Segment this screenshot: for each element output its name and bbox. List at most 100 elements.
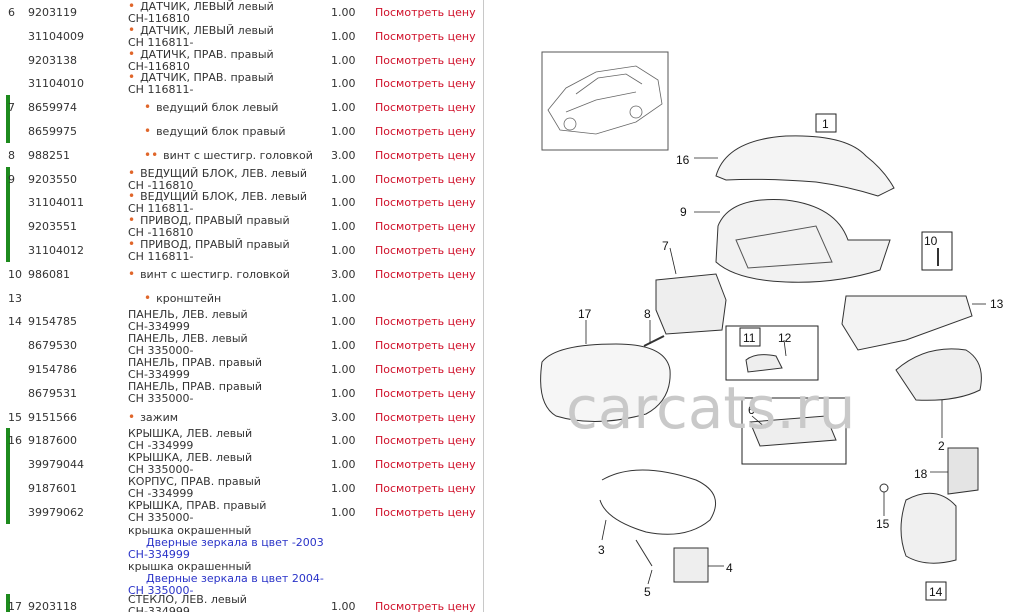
view-price-link[interactable]: Посмотреть цену	[375, 339, 476, 353]
part-15-clip	[879, 483, 889, 493]
quantity: 3.00	[331, 148, 356, 162]
view-price-link[interactable]: Посмотреть цену	[375, 77, 476, 91]
label-box-14	[925, 581, 947, 601]
view-price-link[interactable]: Посмотреть цену	[375, 244, 476, 257]
part-17-glass	[540, 343, 671, 422]
exploded-diagram-svg: 1 16 9 7 10 13 8 17 11 12 6 2 18 15 3 4 …	[540, 51, 1004, 601]
quantity: 1.00	[331, 315, 356, 329]
quantity: 1.00	[331, 220, 356, 234]
part-code: 31104012	[28, 244, 84, 257]
callout-15: 15	[876, 517, 890, 531]
callout-11: 11	[743, 331, 756, 345]
quantity: 1.00	[331, 363, 356, 376]
view-price-link[interactable]: Посмотреть цену	[375, 172, 476, 186]
view-price-link[interactable]: Посмотреть цену	[375, 386, 476, 400]
group-box-11-12	[725, 325, 819, 381]
callout-13: 13	[990, 297, 1004, 311]
view-price-link[interactable]: Посмотреть цену	[375, 599, 476, 612]
part-code: 9154785	[28, 315, 77, 329]
bullet-icon: ••	[144, 147, 159, 162]
view-price-link[interactable]: Посмотреть цену	[375, 148, 476, 162]
callout-8: 8	[644, 307, 651, 321]
item-number: 17	[8, 599, 22, 612]
part-code: 9187601	[28, 482, 77, 495]
view-price-link[interactable]: Посмотреть цену	[375, 434, 476, 448]
view-price-link[interactable]: Посмотреть цену	[375, 6, 476, 19]
part-2-sensor	[895, 348, 982, 401]
view-price-link[interactable]: Посмотреть цену	[375, 482, 476, 495]
quantity: 1.00	[331, 386, 356, 400]
quantity: 1.00	[331, 6, 356, 19]
part-6-lamp	[749, 415, 837, 447]
callout-6: 6	[748, 403, 755, 417]
part-code: 9151566	[28, 410, 77, 424]
bullet-icon: •	[128, 22, 136, 37]
item-number: 6	[8, 6, 15, 19]
bullet-icon: •	[128, 46, 136, 61]
view-price-link[interactable]: Посмотреть цену	[375, 196, 476, 210]
quantity: 3.00	[331, 267, 356, 281]
bullet-icon: •	[144, 100, 152, 115]
part-description: •кронштейн	[144, 290, 222, 305]
view-price-link[interactable]: Посмотреть цену	[375, 125, 476, 138]
car-thumbnail-frame	[541, 51, 669, 151]
part-code: 31104009	[28, 29, 84, 43]
quantity: 1.00	[331, 244, 356, 257]
callout-4: 4	[726, 561, 733, 575]
paint-link[interactable]: Дверные зеркала в цвет 2004-CH 335000-	[128, 571, 324, 597]
view-price-link[interactable]: Посмотреть цену	[375, 101, 476, 115]
group-marker	[6, 476, 10, 500]
view-price-link[interactable]: Посмотреть цену	[375, 29, 476, 43]
part-description: •зажим	[128, 409, 179, 424]
view-price-link[interactable]: Посмотреть цену	[375, 315, 476, 329]
callout-16: 16	[676, 153, 690, 167]
callout-18: 18	[914, 467, 928, 481]
label-box-1	[815, 113, 837, 133]
quantity: 1.00	[331, 482, 356, 495]
view-price-link[interactable]: Посмотреть цену	[375, 53, 476, 67]
view-price-link[interactable]: Посмотреть цену	[375, 458, 476, 472]
group-marker	[6, 238, 10, 262]
part-code: 988251	[28, 148, 70, 162]
part-4-connector	[673, 547, 709, 583]
part-code: 9203551	[28, 220, 77, 234]
view-price-link[interactable]: Посмотреть цену	[375, 505, 476, 519]
part-9-housing	[715, 199, 891, 283]
group-marker	[6, 119, 10, 143]
item-number: 9	[8, 172, 15, 186]
view-price-link[interactable]: Посмотреть цену	[375, 267, 476, 281]
part-code: 8679530	[28, 339, 77, 353]
quantity: 1.00	[331, 434, 356, 448]
part-code: 9203550	[28, 172, 77, 186]
part-code: 8659974	[28, 101, 77, 115]
view-price-link[interactable]: Посмотреть цену	[375, 363, 476, 376]
callout-7: 7	[662, 239, 669, 253]
view-price-link[interactable]: Посмотреть цену	[375, 220, 476, 234]
view-price-link[interactable]: Посмотреть цену	[375, 410, 476, 424]
item-number: 8	[8, 148, 15, 162]
